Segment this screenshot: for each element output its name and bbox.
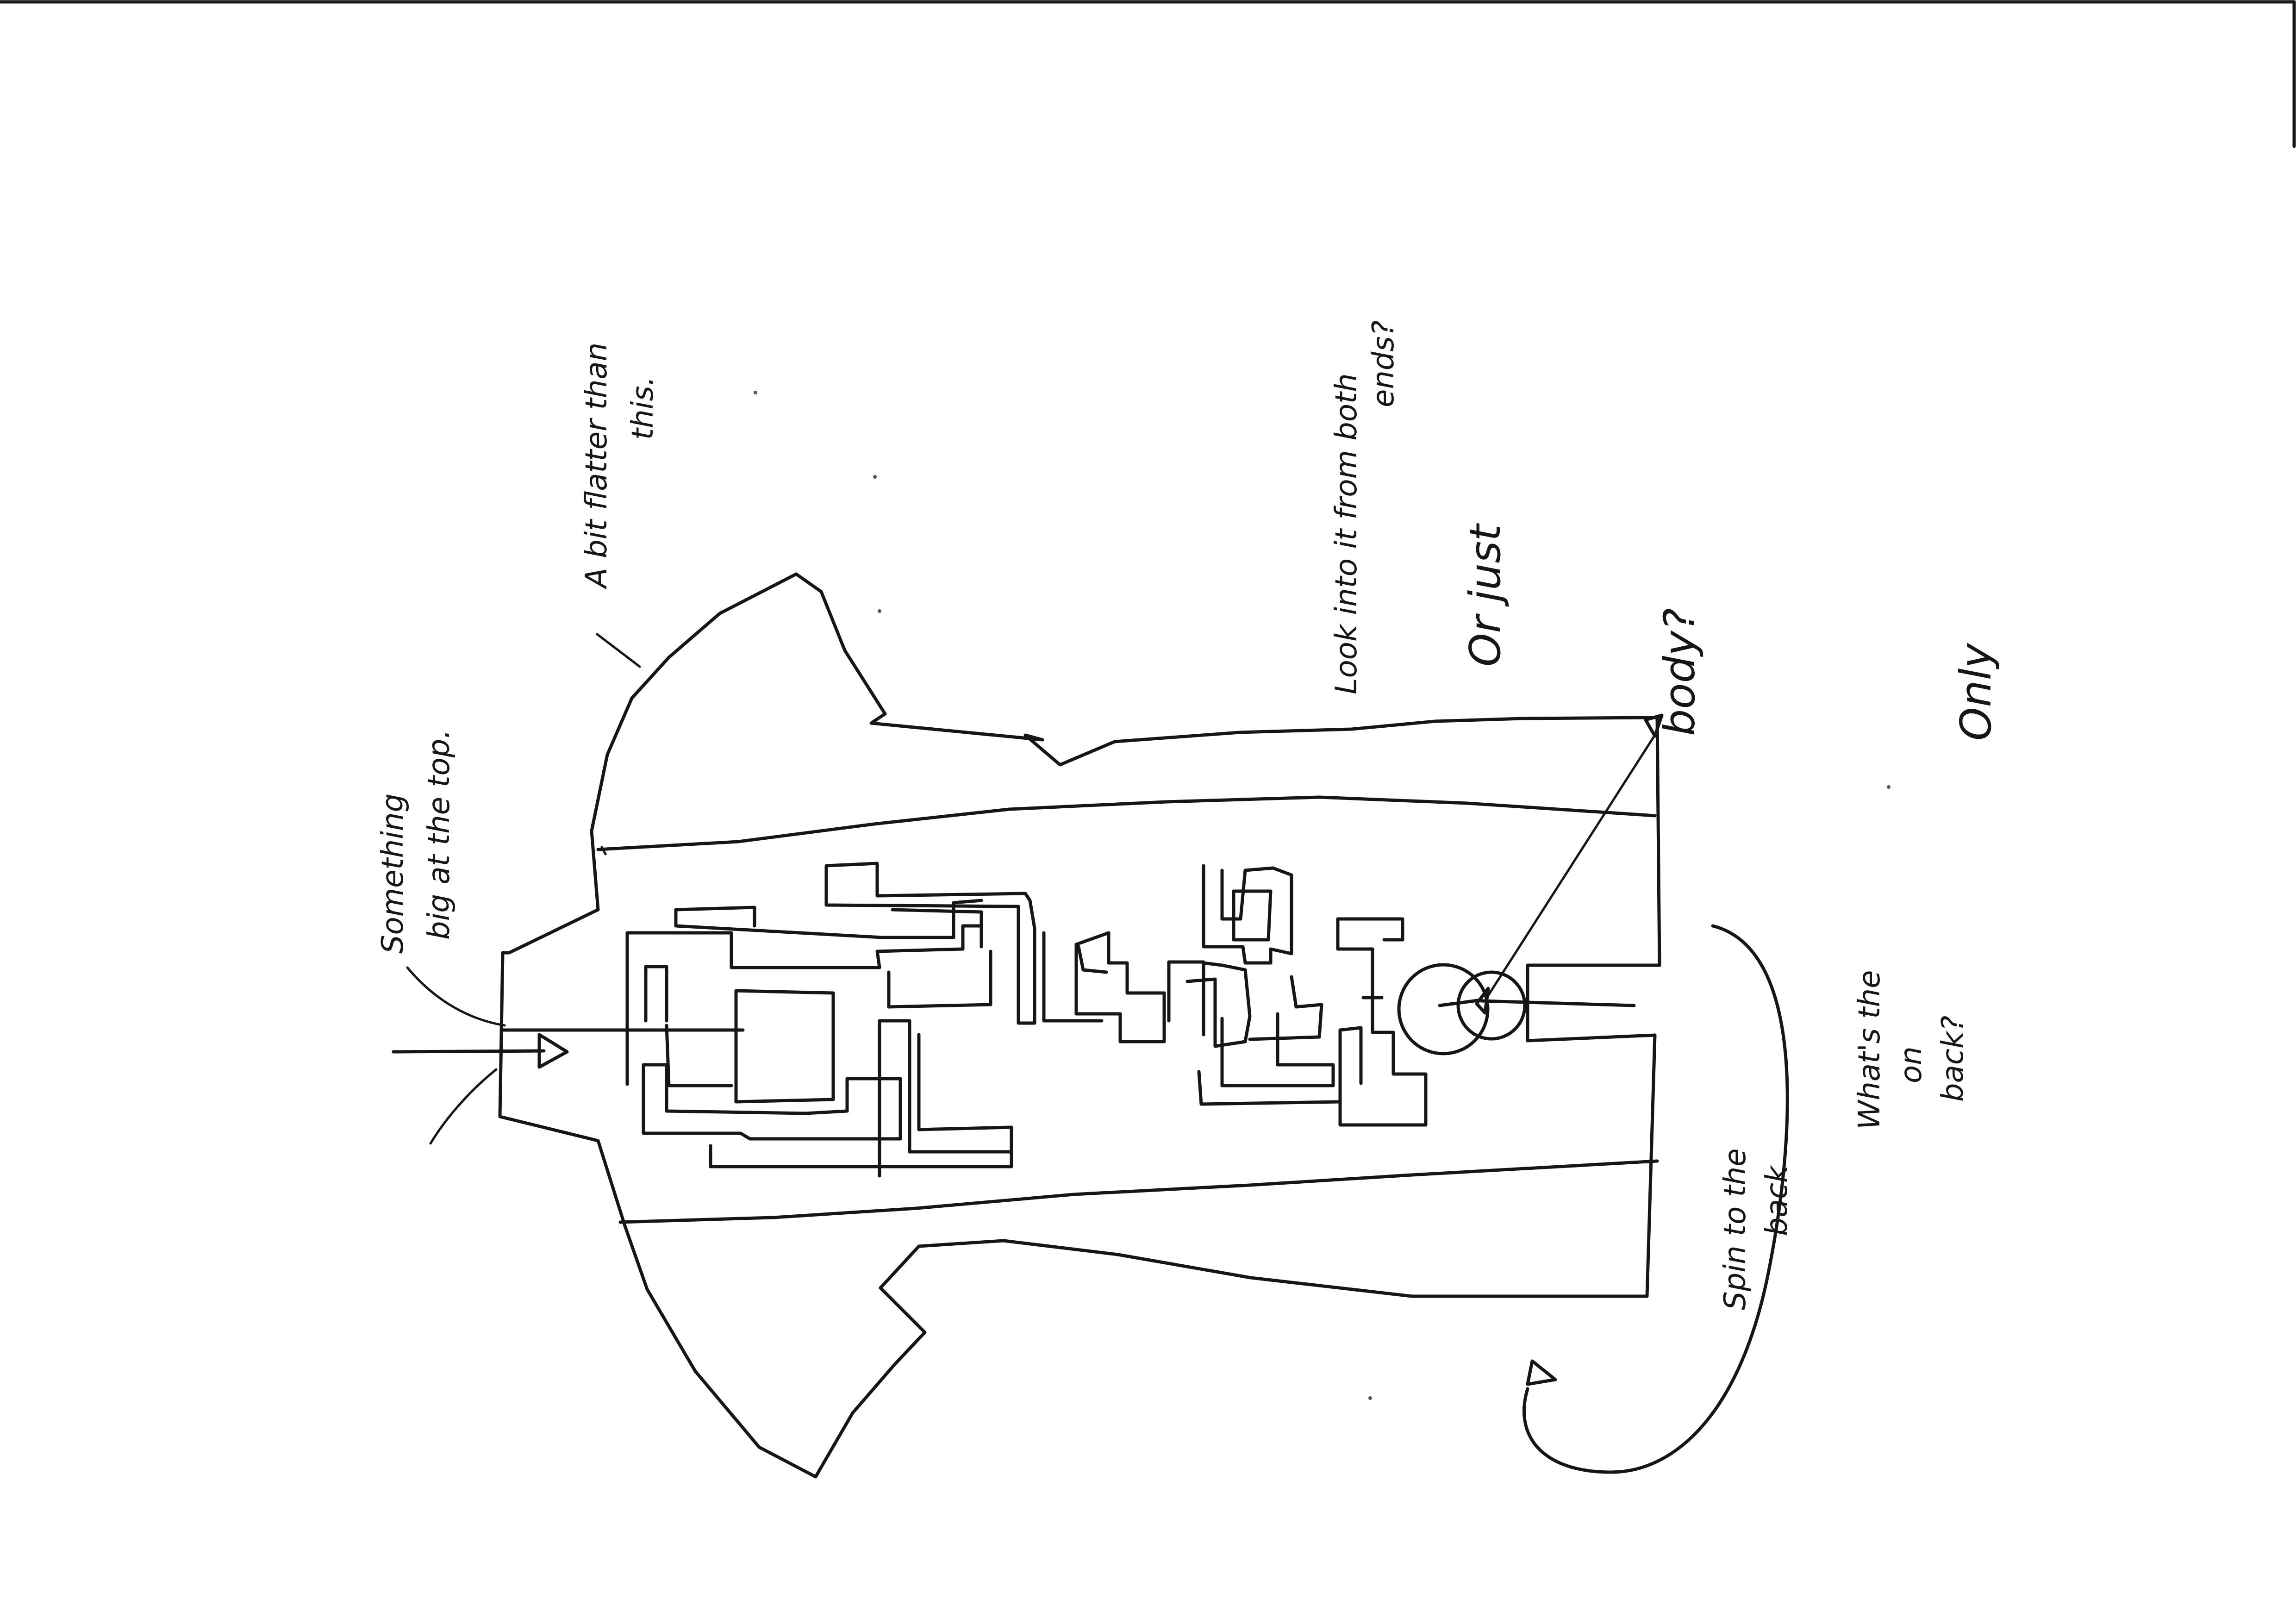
note-text: on xyxy=(1894,1046,1928,1083)
maze-wall xyxy=(889,951,991,1007)
maze-wall xyxy=(1338,919,1426,1125)
note-text: big at the top. xyxy=(422,729,456,940)
maze-wall xyxy=(892,910,981,947)
maze-wall xyxy=(667,1025,731,1086)
note-only: Only xyxy=(1951,643,2001,741)
maze-wall xyxy=(826,863,1035,1023)
maze-wall xyxy=(1079,947,1106,972)
note-flatter: A bit flatter than this. xyxy=(580,343,660,590)
note-text: What's the xyxy=(1853,970,1887,1130)
inner-chamber xyxy=(1399,965,1634,1054)
note-text: A bit flatter than xyxy=(580,343,614,590)
maze-wall xyxy=(736,991,833,1102)
note-spin-to-back: Spin to the back xyxy=(1718,1148,1794,1310)
note-text: Something xyxy=(376,793,410,954)
note-text: back? xyxy=(1936,1016,1970,1102)
note-text: this. xyxy=(626,376,660,440)
note-text: Look into it from both xyxy=(1329,373,1364,694)
note-text: Only xyxy=(1951,643,2001,741)
maze-wall xyxy=(1044,933,1102,1021)
note-text: body? xyxy=(1655,608,1704,736)
note-text: Or just xyxy=(1460,523,1510,667)
maze-wall xyxy=(1234,891,1271,940)
scan-border xyxy=(0,2,2294,146)
entrance-arrow-icon xyxy=(393,1035,567,1067)
maze-wall xyxy=(646,967,667,1021)
maze-wall xyxy=(1204,866,1292,963)
note-text: Spin to the xyxy=(1718,1148,1753,1310)
note-text: ends? xyxy=(1366,320,1401,407)
maze-wall xyxy=(1338,919,1403,940)
maze xyxy=(627,863,1426,1176)
maze-wall xyxy=(1169,962,1204,1035)
maze-wall xyxy=(1076,933,1164,1042)
note-body: body? xyxy=(1655,608,1704,736)
maze-wall xyxy=(1222,1014,1333,1086)
note-whats-on-back: What's the on back? xyxy=(1853,970,1970,1130)
note-look-into: Look into it from both ends? xyxy=(1329,320,1401,694)
maze-wall xyxy=(1250,977,1322,1039)
note-something-big: Something big at the top. xyxy=(376,729,456,954)
note-or-just: Or just xyxy=(1460,523,1510,667)
note-text: back xyxy=(1760,1164,1794,1236)
maze-wall xyxy=(1187,963,1250,1046)
